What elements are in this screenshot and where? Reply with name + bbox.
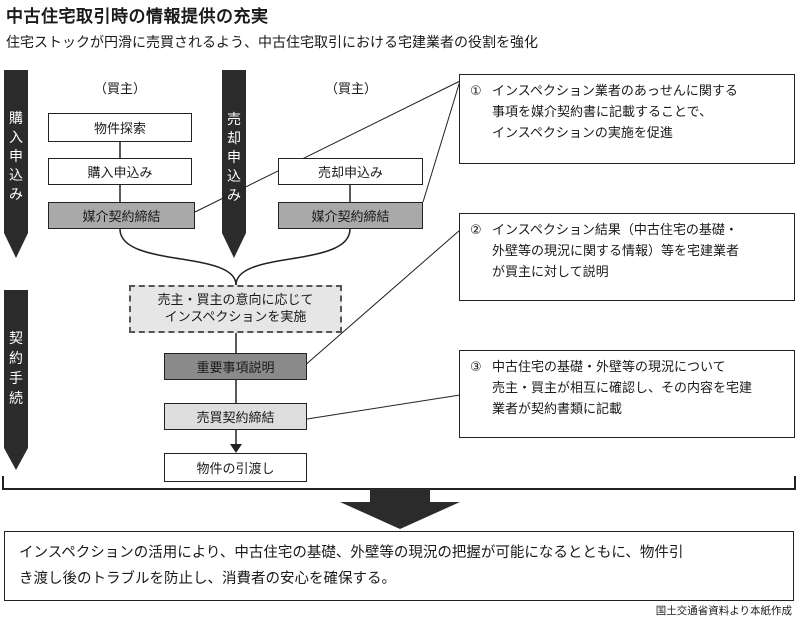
inspection-box: 売主・買主の意向に応じて インスペクションを実施 [129, 285, 342, 333]
handover-box: 物件の引渡し [164, 453, 307, 482]
note-3-number: ③ [470, 360, 482, 375]
inspection-line-1: 売主・買主の意向に応じて [157, 293, 314, 308]
note-2-number: ② [470, 223, 482, 238]
purchase-arrow-shape [4, 70, 28, 258]
page-subtitle: 住宅ストックが円滑に売買されるよう、中古住宅取引における宅建業者の役割を強化 [6, 35, 538, 51]
seller-brokerage-contract-box: 媒介契約締結 [278, 202, 423, 229]
important-matters-box: 重要事項説明 [164, 353, 307, 380]
conclusion-arrow-shape [340, 489, 460, 529]
conclusion-box: インスペクションの活用により、中古住宅の基礎、外壁等の現況の把握が可能になるとと… [4, 531, 794, 601]
conclusion-line-1: インスペクションの活用により、中古住宅の基礎、外壁等の現況の把握が可能になるとと… [19, 545, 684, 561]
contract-procedure-label: 契約手続 [9, 331, 23, 407]
handover-arrowhead [230, 444, 242, 453]
buyer-brokerage-contract-box: 媒介契約締結 [48, 202, 195, 229]
page-title: 中古住宅取引時の情報提供の充実 [6, 7, 269, 27]
property-search-box: 物件探索 [48, 113, 192, 142]
contract-arrow-shape [4, 290, 28, 470]
sale-application-label: 売却申込み [227, 112, 241, 204]
purchase-application-label: 購入申込み [9, 111, 23, 203]
note-1: ① インスペクション業者のあっせんに関する 事項を媒介契約書に記載することで、 … [459, 74, 795, 164]
purchase-application-box: 購入申込み [48, 158, 192, 185]
sale-application-box: 売却申込み [278, 158, 423, 185]
note-1-number: ① [470, 84, 482, 99]
source-credit: 国土交通省資料より本紙作成 [655, 605, 792, 617]
note-2: ② インスペクション結果（中古住宅の基礎・ 外壁等の現況に関する情報）等を宅建業… [459, 213, 795, 301]
inspection-line-2: インスペクションを実施 [164, 310, 307, 325]
buyer-role-label: （買主） [94, 82, 147, 97]
sales-contract-box: 売買契約締結 [164, 403, 307, 430]
seller-role-label: （買主） [325, 82, 378, 97]
conclusion-line-2: き渡し後のトラブルを防止し、消費者の安心を確保する。 [19, 571, 396, 587]
sale-arrow-shape [222, 70, 246, 258]
note-3: ③ 中古住宅の基礎・外壁等の現況について 売主・買主が相互に確認し、その内容を宅… [459, 350, 795, 438]
